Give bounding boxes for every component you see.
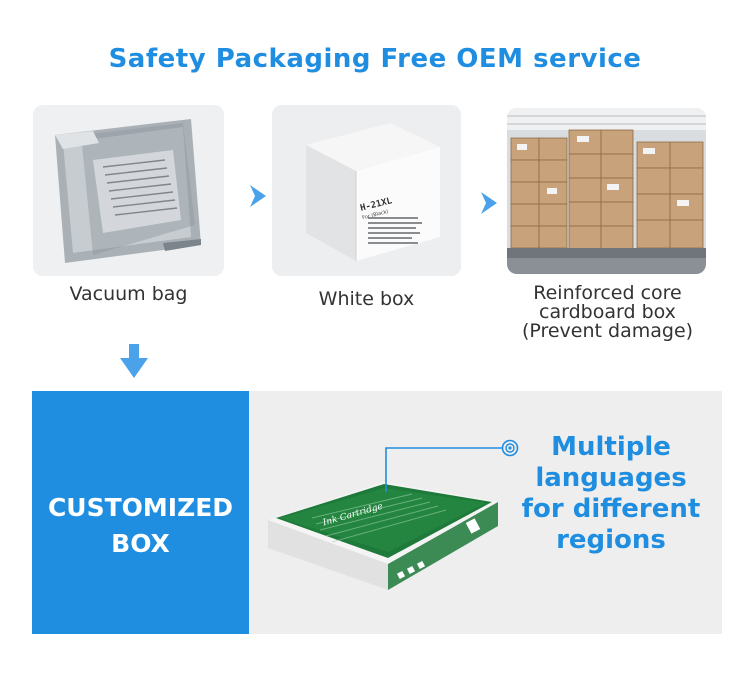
white-box-caption: White box <box>318 288 415 310</box>
white-box-photo: H-21XL For (Black) <box>272 105 461 276</box>
customized-box-panel <box>32 391 249 634</box>
customized-heading-line: BOX <box>111 529 170 558</box>
arrow-right-icon <box>481 192 497 214</box>
callout-line-text: for different <box>521 494 701 524</box>
cardboard-box-caption: Reinforced core cardboard box (Prevent d… <box>500 284 715 341</box>
arrow-right-icon <box>250 185 266 207</box>
callout-line-text: Multiple <box>551 432 671 462</box>
vacuum-bag-caption: Vacuum bag <box>69 283 188 305</box>
customized-box-photo: Ink Cartridge <box>262 440 512 610</box>
vacuum-bag-photo <box>33 105 224 276</box>
customized-box-heading: CUSTOMIZED BOX <box>32 490 249 562</box>
customized-heading-line: CUSTOMIZED <box>47 493 234 522</box>
target-icon <box>501 439 519 457</box>
cardboard-boxes-photo <box>507 108 706 274</box>
cardboard-caption-line: cardboard box <box>539 301 676 323</box>
callout-line <box>385 439 519 492</box>
cardboard-caption-line: Reinforced core <box>533 282 682 304</box>
multi-language-callout: Multiple languages for different regions <box>505 432 717 556</box>
arrow-down-icon <box>120 344 148 378</box>
callout-line-text: regions <box>556 525 666 555</box>
page-title: Safety Packaging Free OEM service <box>108 44 642 74</box>
cardboard-caption-line: (Prevent damage) <box>521 320 694 342</box>
callout-line-text: languages <box>535 463 687 493</box>
